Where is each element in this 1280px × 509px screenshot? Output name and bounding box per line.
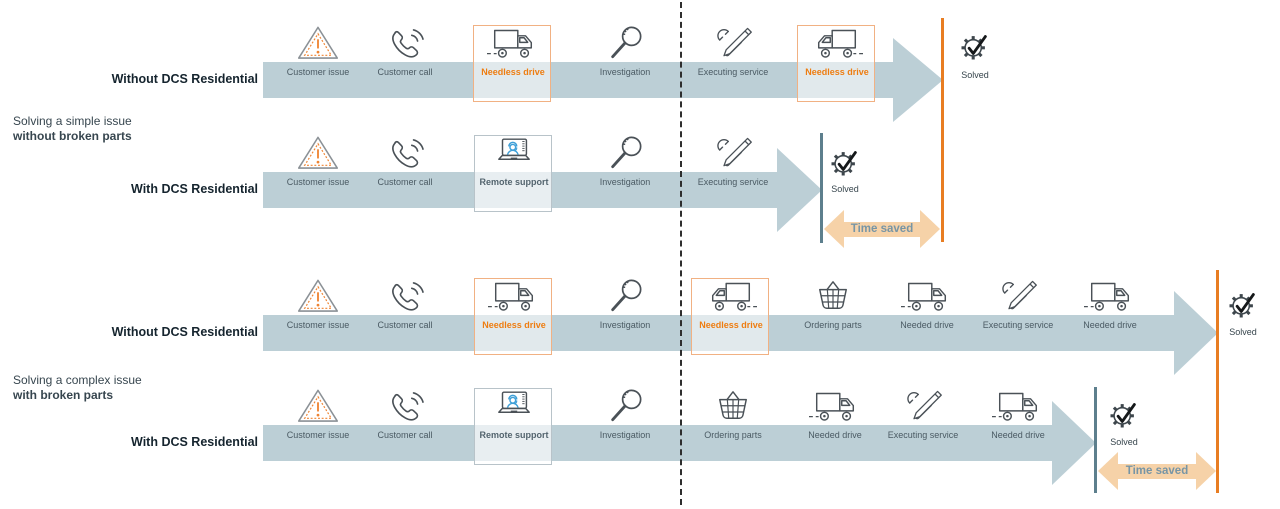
arrow-bar: [1112, 464, 1202, 479]
process-arrow-head-icon: [1174, 291, 1218, 375]
magnifier-icon: [595, 273, 655, 314]
basket-icon: [703, 383, 763, 424]
phase-divider-dashed-line: [680, 2, 682, 505]
group-title-simple-issue: Solving a simple issue without broken pa…: [13, 114, 132, 143]
row-label-with-dcs: With DCS Residential: [131, 435, 258, 449]
solved-label: Solved: [961, 70, 989, 80]
solved-gear-check-icon: [1225, 286, 1261, 322]
truck-left-icon: [701, 273, 761, 314]
process-arrow-head-icon: [893, 38, 943, 122]
remote-support-label: Remote support: [479, 430, 549, 440]
customer-call-label: Customer call: [377, 320, 433, 330]
arrow-bar: [838, 222, 926, 237]
warning-icon: [288, 130, 348, 171]
arrow-right-head-icon: [1196, 452, 1216, 490]
needless-drive-label: Needless drive: [805, 67, 869, 77]
customer-issue-label: Customer issue: [286, 177, 350, 187]
needed-drive-label: Needed drive: [900, 320, 954, 330]
customer-issue-label: Customer issue: [286, 320, 350, 330]
truck-right-icon: [484, 273, 544, 314]
tools-icon: [703, 20, 763, 61]
dcs-end-line-gray: [820, 133, 823, 243]
investigation-label: Investigation: [599, 177, 651, 187]
needed-drive-label: Needed drive: [991, 430, 1045, 440]
baseline-end-line-orange: [1216, 270, 1219, 493]
row-label-with-dcs: With DCS Residential: [131, 182, 258, 196]
truck-right-icon: [1080, 273, 1140, 314]
remote-support-label: Remote support: [479, 177, 549, 187]
solved-gear-check-icon: [957, 28, 993, 64]
time-saved-label: Time saved: [850, 223, 914, 235]
remote-support-icon: [484, 130, 544, 171]
arrow-left-head-icon: [824, 210, 844, 248]
row-label-without-dcs: Without DCS Residential: [111, 325, 258, 339]
solved-gear-check-icon: [1106, 396, 1142, 432]
needed-drive-label: Needed drive: [808, 430, 862, 440]
executing-service-label: Executing service: [887, 430, 959, 440]
investigation-label: Investigation: [599, 320, 651, 330]
remote-support-icon: [484, 383, 544, 424]
process-arrow-band: [263, 425, 1052, 461]
truck-right-icon: [483, 20, 543, 61]
time-saved-arrow: Time saved: [824, 210, 940, 248]
group-title-line1: Solving a complex issue: [13, 373, 142, 387]
executing-service-label: Executing service: [697, 67, 769, 77]
warning-icon: [288, 20, 348, 61]
tools-icon: [703, 130, 763, 171]
warning-icon: [288, 273, 348, 314]
phone-icon: [375, 273, 435, 314]
process-arrow-band: [263, 62, 893, 98]
dcs-end-line-gray: [1094, 387, 1097, 493]
investigation-label: Investigation: [599, 67, 651, 77]
customer-issue-label: Customer issue: [286, 67, 350, 77]
process-arrow-head-icon: [1052, 401, 1096, 485]
tools-icon: [988, 273, 1048, 314]
customer-call-label: Customer call: [377, 177, 433, 187]
customer-issue-label: Customer issue: [286, 430, 350, 440]
group-title-line2: without broken parts: [13, 128, 132, 143]
truck-right-icon: [805, 383, 865, 424]
arrow-left-head-icon: [1098, 452, 1118, 490]
group-title-complex-issue: Solving a complex issue with broken part…: [13, 373, 142, 402]
needless-drive-label: Needless drive: [481, 67, 545, 77]
executing-service-label: Executing service: [697, 177, 769, 187]
solved-label: Solved: [1110, 437, 1138, 447]
time-saved-label: Time saved: [1125, 465, 1189, 477]
tools-icon: [893, 383, 953, 424]
solved-label: Solved: [1229, 327, 1257, 337]
needless-drive-label: Needless drive: [699, 320, 763, 330]
solved-gear-check-icon: [827, 144, 863, 180]
group-title-line2: with broken parts: [13, 387, 114, 402]
time-saved-arrow: Time saved: [1098, 452, 1216, 490]
phone-icon: [375, 383, 435, 424]
needed-drive-label: Needed drive: [1083, 320, 1137, 330]
phone-icon: [375, 20, 435, 61]
truck-right-icon: [897, 273, 957, 314]
magnifier-icon: [595, 130, 655, 171]
arrow-right-head-icon: [920, 210, 940, 248]
baseline-end-line-orange: [941, 18, 944, 242]
magnifier-icon: [595, 383, 655, 424]
customer-call-label: Customer call: [377, 430, 433, 440]
truck-left-icon: [807, 20, 867, 61]
investigation-label: Investigation: [599, 430, 651, 440]
solved-label: Solved: [831, 184, 859, 194]
needless-drive-label: Needless drive: [482, 320, 546, 330]
phone-icon: [375, 130, 435, 171]
ordering-parts-label: Ordering parts: [704, 430, 762, 440]
executing-service-label: Executing service: [982, 320, 1054, 330]
magnifier-icon: [595, 20, 655, 61]
basket-icon: [803, 273, 863, 314]
group-title-line1: Solving a simple issue: [13, 114, 132, 128]
warning-icon: [288, 383, 348, 424]
row-label-without-dcs: Without DCS Residential: [111, 72, 258, 86]
customer-call-label: Customer call: [377, 67, 433, 77]
ordering-parts-label: Ordering parts: [804, 320, 862, 330]
truck-right-icon: [988, 383, 1048, 424]
